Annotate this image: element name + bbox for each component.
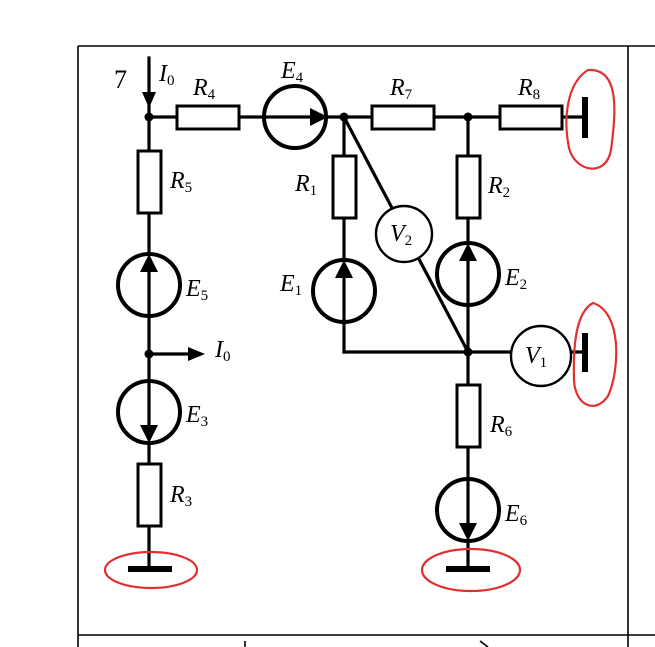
resistor-r2 (455, 154, 482, 220)
node-number: 7 (114, 65, 127, 94)
source-e6 (435, 477, 501, 543)
label-i0-mid: I0 (214, 337, 231, 365)
resistor-r6 (455, 383, 482, 449)
red-annotations (103, 68, 618, 593)
label-v1: V1 (525, 343, 547, 371)
voltmeter-v1 (509, 324, 573, 388)
resistor-r3 (136, 462, 163, 528)
nodes (144, 112, 473, 359)
label-i0-top: I0 (158, 61, 175, 89)
resistor-r4 (175, 104, 241, 131)
label-e5: E5 (185, 276, 208, 304)
label-r2: R2 (487, 173, 510, 201)
label-e4: E4 (280, 58, 304, 86)
label-e1: E1 (279, 271, 302, 299)
current-arrow-mid (188, 347, 205, 361)
resistor-r5 (136, 149, 163, 215)
label-e6: E6 (504, 501, 528, 529)
source-e4 (262, 84, 328, 150)
label-v2: V2 (390, 221, 412, 249)
label-r6: R6 (489, 412, 513, 440)
label-e3: E3 (185, 402, 208, 430)
source-e2 (435, 241, 501, 307)
resistor-r8 (498, 104, 564, 131)
label-r1: R1 (294, 171, 317, 199)
label-r4: R4 (192, 75, 216, 103)
voltmeter-v2 (374, 204, 434, 264)
current-arrow-top (142, 92, 156, 108)
source-e1 (311, 258, 377, 324)
label-r8: R8 (517, 75, 540, 103)
resistor-r7 (370, 104, 436, 131)
frame (77, 45, 655, 647)
label-r7: R7 (389, 75, 413, 103)
label-r3: R3 (169, 482, 192, 510)
label-e2: E2 (504, 265, 527, 293)
source-e5 (116, 252, 182, 318)
resistor-r1 (331, 154, 358, 220)
source-e3 (116, 379, 182, 445)
label-r5: R5 (169, 168, 192, 196)
